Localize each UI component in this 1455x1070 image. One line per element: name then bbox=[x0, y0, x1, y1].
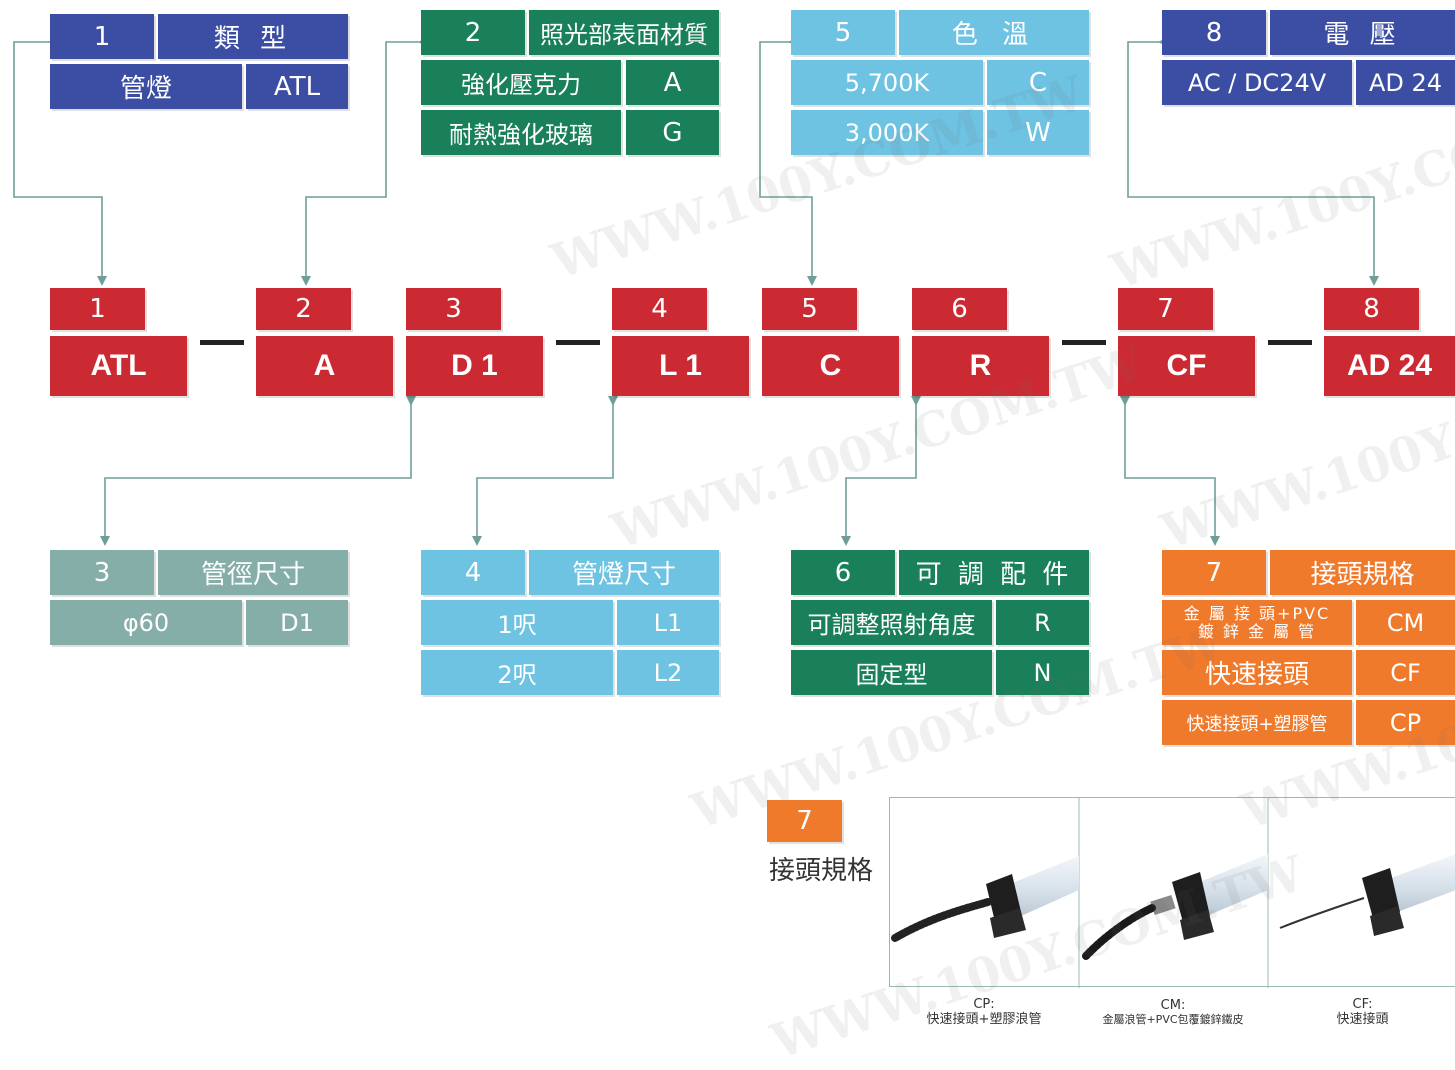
photo-caption-code: CM: bbox=[1160, 998, 1186, 1013]
voltage-number: 8 bbox=[1162, 10, 1266, 55]
code-index-3: 3 bbox=[406, 288, 501, 330]
code-index-7: 7 bbox=[1118, 288, 1213, 330]
connector-lines bbox=[13, 37, 1379, 546]
color-temp-header: 色 溫 bbox=[899, 10, 1089, 55]
connector-photo-cf bbox=[1279, 854, 1455, 936]
code-index-5: 5 bbox=[762, 288, 857, 330]
connector-option-label: 快速接頭 bbox=[1162, 650, 1352, 695]
code-value-6: R bbox=[912, 336, 1049, 396]
link-5 bbox=[759, 37, 817, 286]
adjust-option-label: 可調整照射角度 bbox=[791, 600, 992, 645]
code-separator bbox=[200, 340, 244, 345]
code-index-6: 6 bbox=[912, 288, 1007, 330]
product-code-diagram: 1 類 型 管燈 ATL 2 照光部表面材質 強化壓克力 A 耐熱強化玻璃 G … bbox=[13, 10, 1455, 1070]
material-option-code: G bbox=[626, 110, 719, 155]
photo-section-number: 7 bbox=[767, 800, 842, 842]
photo-caption-code: CP: bbox=[973, 997, 995, 1012]
connector-option-line: 金 屬 接 頭+PVC bbox=[1183, 603, 1331, 623]
link-7 bbox=[1120, 396, 1220, 546]
material-option-code: A bbox=[626, 60, 719, 105]
color-temp-number: 5 bbox=[791, 10, 895, 55]
connector-option-code: CF bbox=[1356, 650, 1455, 695]
voltage-header: 電 壓 bbox=[1270, 10, 1455, 55]
diameter-number: 3 bbox=[50, 550, 154, 595]
connector-option-code: CM bbox=[1356, 600, 1455, 645]
link-8 bbox=[1127, 37, 1379, 286]
connector-option-label: 快速接頭+塑膠管 bbox=[1162, 700, 1352, 745]
link-6 bbox=[841, 396, 921, 546]
code-value-3: D 1 bbox=[406, 336, 543, 396]
adjust-option-label: 固定型 bbox=[791, 650, 992, 695]
adjust-option-code: R bbox=[996, 600, 1089, 645]
code-value-8: AD 24 bbox=[1324, 336, 1455, 396]
code-index-2: 2 bbox=[256, 288, 351, 330]
code-value-5: C bbox=[762, 336, 899, 396]
connector-number: 7 bbox=[1162, 550, 1266, 595]
code-separator bbox=[1062, 340, 1106, 345]
code-separator bbox=[556, 340, 600, 345]
color-temp-option-code: C bbox=[987, 60, 1089, 105]
connector-option-code: CP bbox=[1356, 700, 1455, 745]
code-index-4: 4 bbox=[612, 288, 707, 330]
color-temp-option-label: 5,700K bbox=[791, 60, 983, 105]
code-index-8: 8 bbox=[1324, 288, 1419, 330]
code-value-1: ATL bbox=[50, 336, 187, 396]
link-2 bbox=[301, 37, 428, 286]
length-option-code: L1 bbox=[617, 600, 719, 645]
code-separator bbox=[1268, 340, 1312, 345]
link-1 bbox=[13, 37, 107, 286]
voltage-option-code: AD 24 bbox=[1356, 60, 1455, 105]
connector-photos bbox=[891, 798, 1455, 988]
connector-option-label: 金 屬 接 頭+PVC 鍍 鋅 金 屬 管 bbox=[1162, 600, 1352, 645]
type-header: 類 型 bbox=[158, 14, 348, 59]
length-option-label: 2呎 bbox=[421, 650, 613, 695]
type-option-label: 管燈 bbox=[50, 64, 242, 109]
color-temp-option-code: W bbox=[987, 110, 1089, 155]
adjust-header: 可 調 配 件 bbox=[899, 550, 1089, 595]
diameter-option-label: φ60 bbox=[50, 600, 242, 645]
connector-photo-strip bbox=[889, 797, 1455, 988]
material-header: 照光部表面材質 bbox=[529, 10, 719, 55]
diameter-option-code: D1 bbox=[246, 600, 348, 645]
photo-caption-code: CF: bbox=[1352, 997, 1373, 1012]
code-index-1: 1 bbox=[50, 288, 145, 330]
photo-caption-cp: CP: 快速接頭+塑膠浪管 bbox=[899, 997, 1069, 1027]
voltage-option-label: AC / DC24V bbox=[1162, 60, 1352, 105]
link-4 bbox=[472, 396, 618, 546]
photo-caption-desc: 快速接頭 bbox=[1336, 1012, 1389, 1027]
code-value-2: A bbox=[256, 336, 393, 396]
code-value-7: CF bbox=[1118, 336, 1255, 396]
type-number: 1 bbox=[50, 14, 154, 59]
connector-option-line: 鍍 鋅 金 屬 管 bbox=[1197, 621, 1317, 641]
type-option-code: ATL bbox=[246, 64, 348, 109]
connector-header: 接頭規格 bbox=[1270, 550, 1455, 595]
length-header: 管燈尺寸 bbox=[529, 550, 719, 595]
material-option-label: 耐熱強化玻璃 bbox=[421, 110, 621, 155]
diameter-header: 管徑尺寸 bbox=[158, 550, 348, 595]
material-option-label: 強化壓克力 bbox=[421, 60, 621, 105]
length-option-label: 1呎 bbox=[421, 600, 613, 645]
adjust-number: 6 bbox=[791, 550, 895, 595]
photo-caption-desc: 金屬浪管+PVC包覆鍍鋅鐵皮 bbox=[1102, 1013, 1244, 1026]
connector-photo-cm bbox=[1082, 854, 1268, 960]
length-number: 4 bbox=[421, 550, 525, 595]
photo-caption-cf: CF: 快速接頭 bbox=[1290, 997, 1435, 1027]
adjust-option-code: N bbox=[996, 650, 1089, 695]
photo-caption-desc: 快速接頭+塑膠浪管 bbox=[926, 1012, 1042, 1027]
length-option-code: L2 bbox=[617, 650, 719, 695]
photo-caption-cm: CM: 金屬浪管+PVC包覆鍍鋅鐵皮 bbox=[1084, 999, 1262, 1027]
material-number: 2 bbox=[421, 10, 525, 55]
link-3 bbox=[100, 396, 416, 546]
photo-section-title: 接頭規格 bbox=[768, 856, 873, 886]
code-value-4: L 1 bbox=[612, 336, 749, 396]
connector-photo-cp bbox=[891, 856, 1079, 942]
color-temp-option-label: 3,000K bbox=[791, 110, 983, 155]
